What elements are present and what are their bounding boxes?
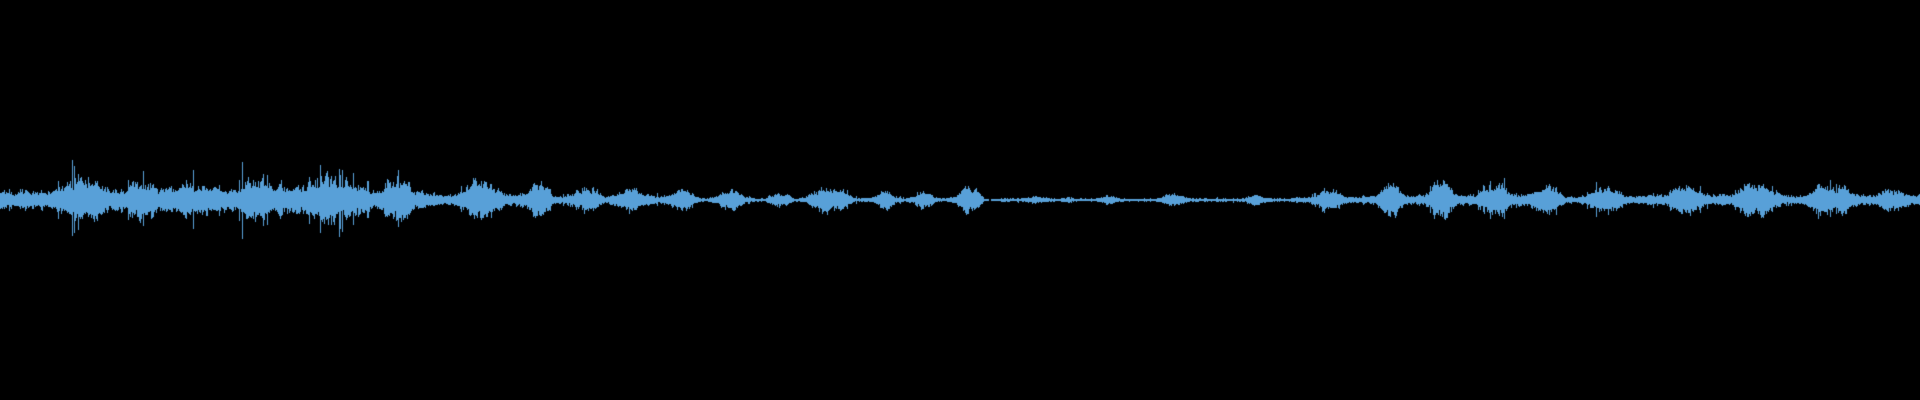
waveform-screen [0, 0, 1920, 400]
audio-waveform-canvas [0, 0, 1920, 400]
